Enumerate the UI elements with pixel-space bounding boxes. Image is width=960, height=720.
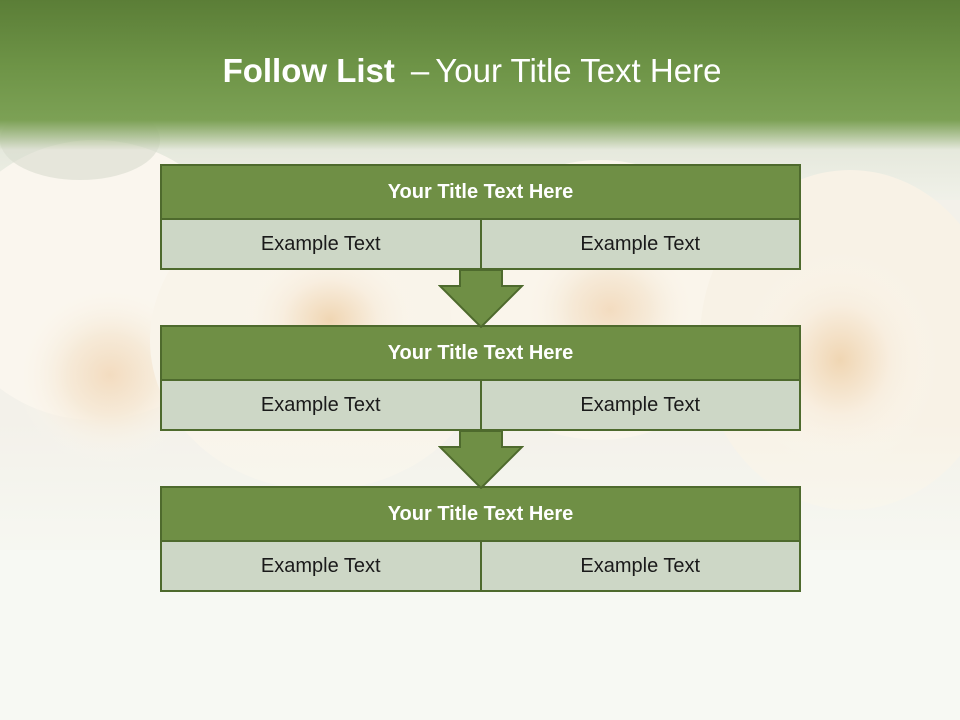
slide-title-separator: – <box>410 52 430 89</box>
step-cell-left: Example Text <box>160 542 482 592</box>
step-row: Example Text Example Text <box>160 381 801 431</box>
slide-title-bold: Follow List <box>222 52 395 89</box>
step-box-2: Your Title Text Here Example Text Exampl… <box>160 325 801 431</box>
step-cell-left: Example Text <box>160 381 482 431</box>
step-title: Your Title Text Here <box>160 325 801 381</box>
step-cell-right: Example Text <box>479 381 801 431</box>
step-cell-left: Example Text <box>160 220 482 270</box>
step-box-1: Your Title Text Here Example Text Exampl… <box>160 164 801 270</box>
step-title: Your Title Text Here <box>160 486 801 542</box>
step-cell-right: Example Text <box>479 542 801 592</box>
slide-title-rest: Your Title Text Here <box>435 52 722 89</box>
slide-title: Follow List–Your Title Text Here <box>0 52 944 90</box>
step-row: Example Text Example Text <box>160 220 801 270</box>
header-band <box>0 0 960 150</box>
step-title: Your Title Text Here <box>160 164 801 220</box>
step-box-3: Your Title Text Here Example Text Exampl… <box>160 486 801 592</box>
step-cell-right: Example Text <box>479 220 801 270</box>
step-row: Example Text Example Text <box>160 542 801 592</box>
down-arrow-icon <box>438 431 524 489</box>
down-arrow-icon <box>438 270 524 328</box>
